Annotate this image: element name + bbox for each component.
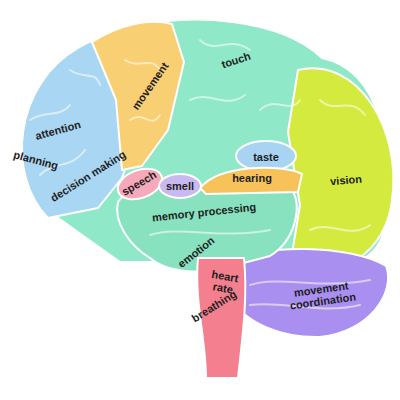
region-label: taste bbox=[241, 151, 291, 163]
region-label: hearing bbox=[222, 172, 282, 184]
smell-area bbox=[159, 174, 201, 198]
motor-cortex bbox=[92, 22, 184, 170]
occipital-lobe bbox=[288, 68, 393, 270]
cerebellum bbox=[232, 249, 388, 337]
gyri-texture bbox=[30, 40, 370, 309]
region-label: smell bbox=[160, 180, 200, 192]
hearing-area bbox=[200, 168, 302, 194]
taste-area bbox=[236, 141, 296, 171]
